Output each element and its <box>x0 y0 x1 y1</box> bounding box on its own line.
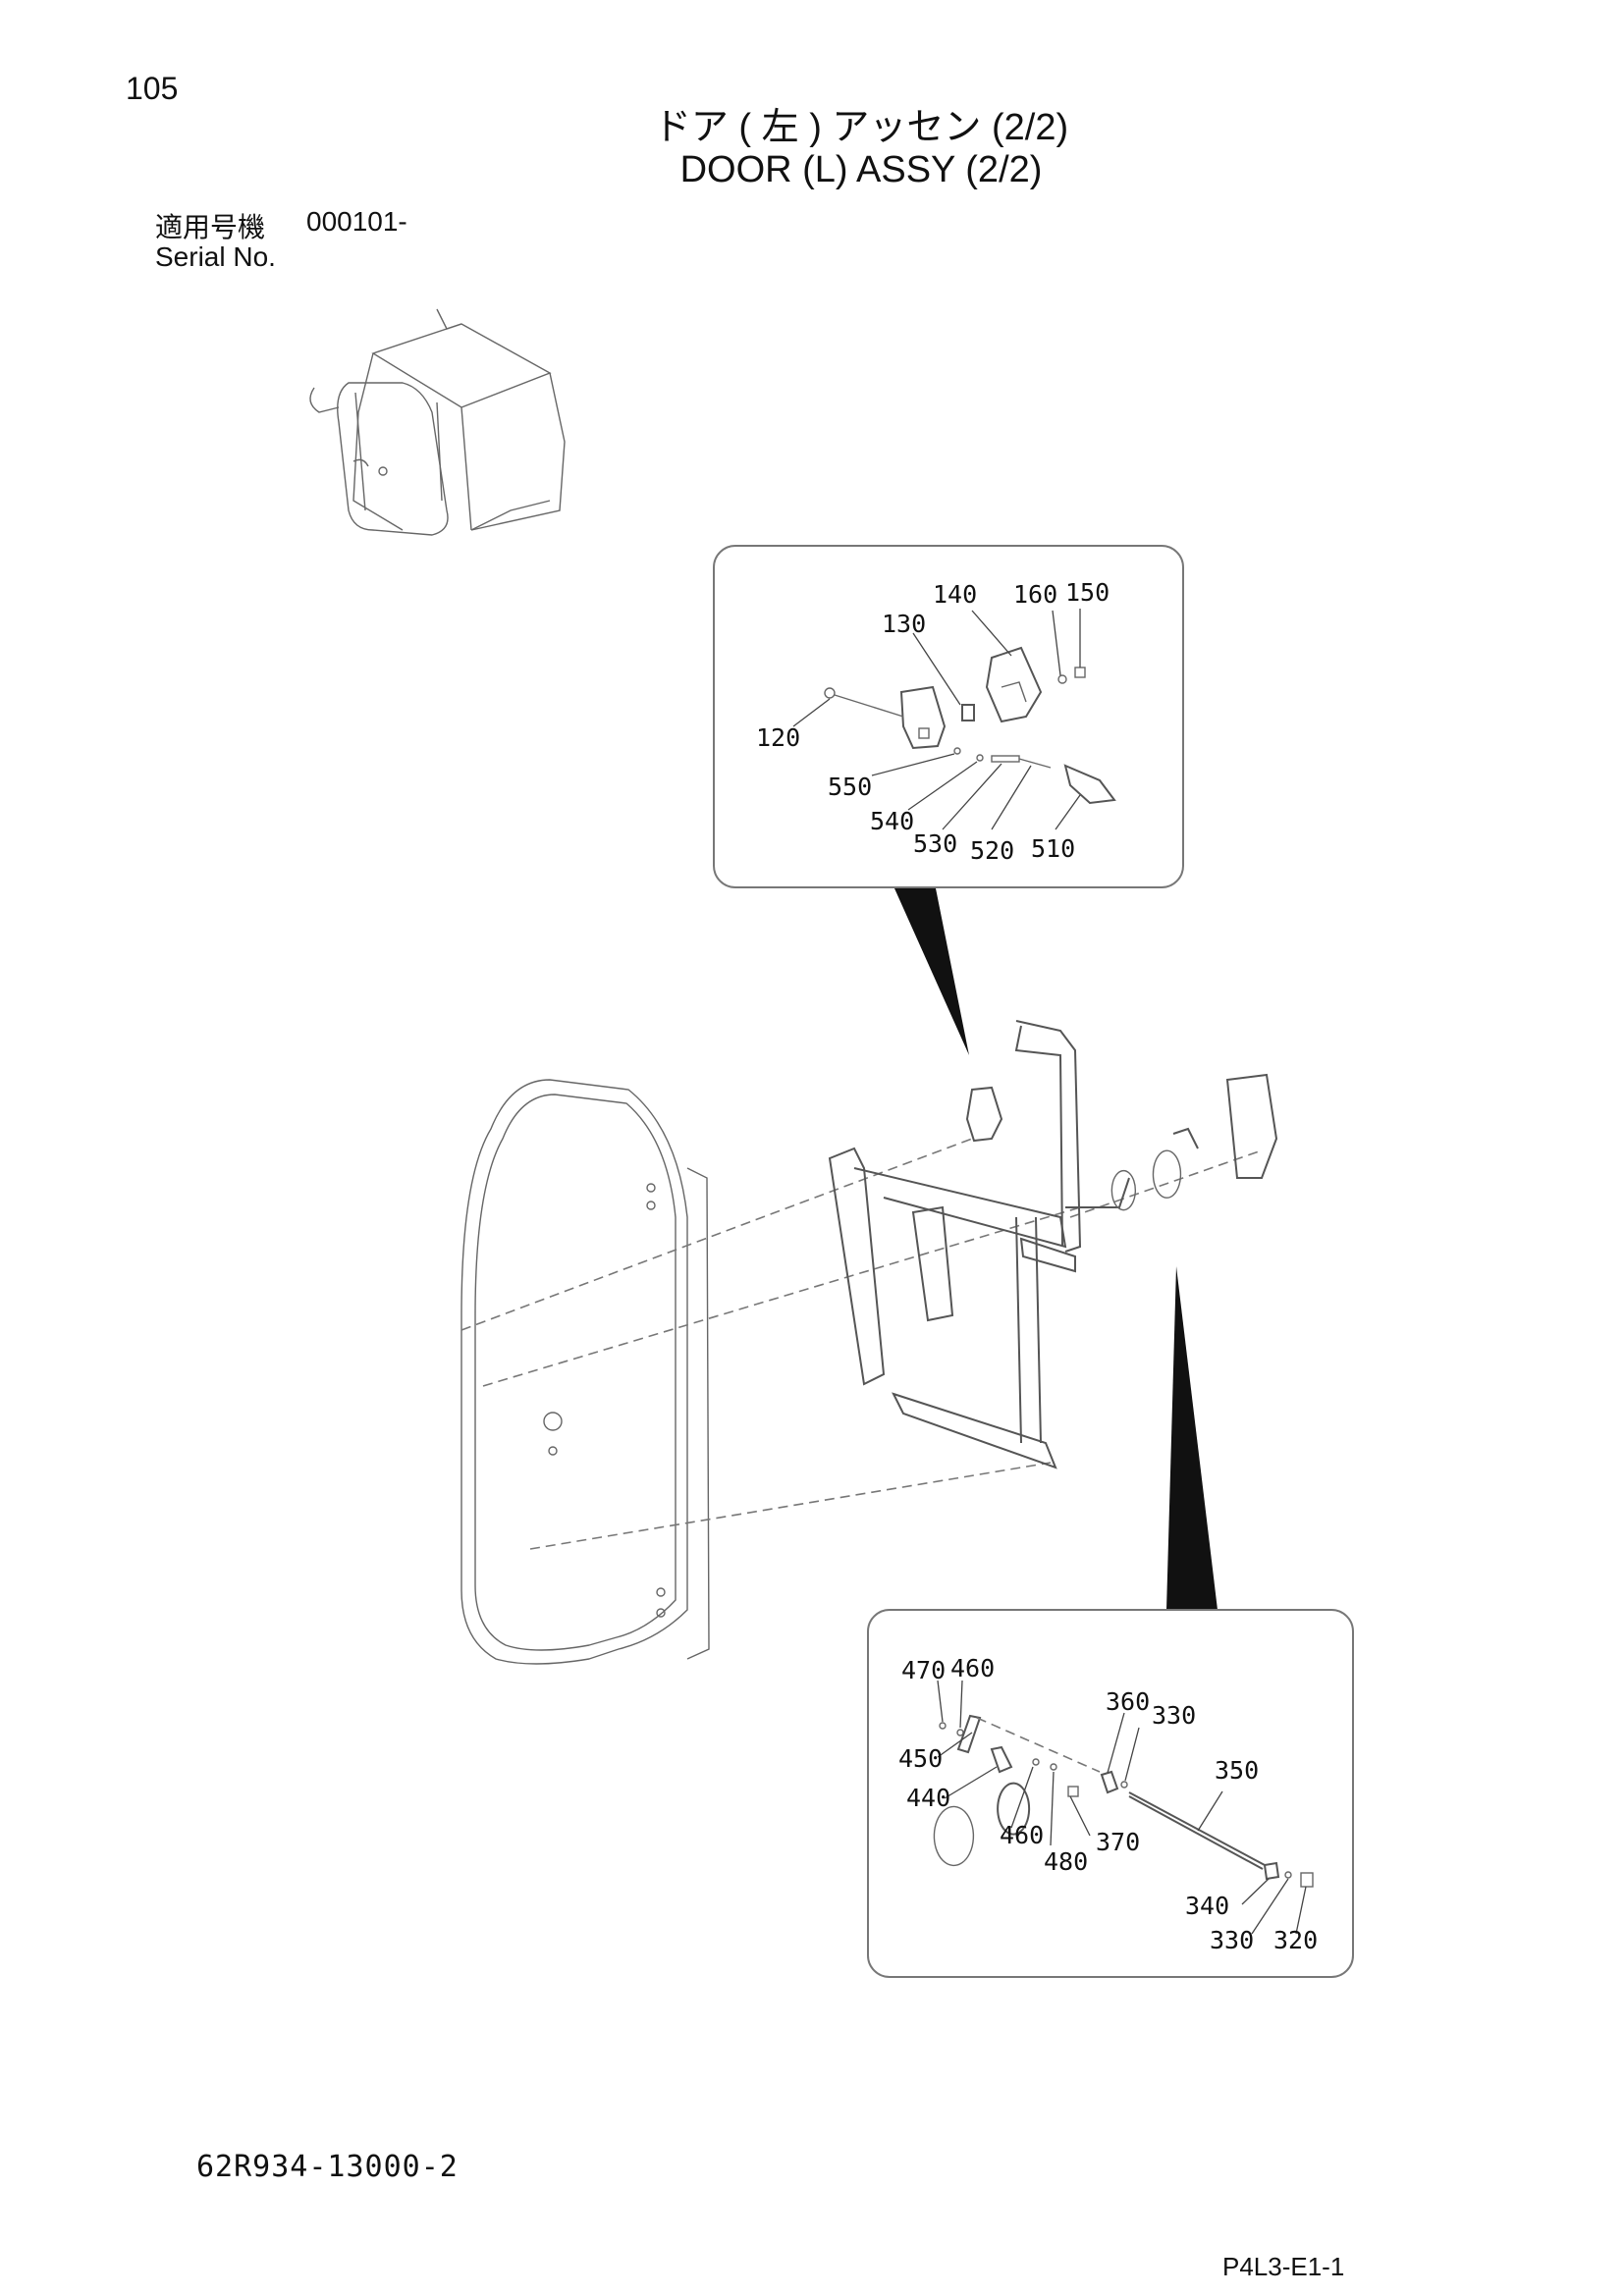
cab-overview-illustration <box>309 308 566 536</box>
part-number-label: 440 <box>906 1784 950 1812</box>
part-number-label: 550 <box>828 773 872 801</box>
part-number-label: 130 <box>882 610 926 638</box>
upper-pointer <box>894 888 969 1055</box>
part-number-label: 460 <box>1000 1821 1044 1849</box>
door-frame-drawing <box>828 1020 1278 1469</box>
part-number-label: 480 <box>1044 1847 1088 1876</box>
serial-label-english: Serial No. <box>155 241 276 272</box>
page-code: P4L3-E1-1 <box>1222 2252 1345 2281</box>
lower-detail-panel <box>867 1609 1354 1978</box>
page-title-english: DOOR (L) ASSY (2/2) <box>679 149 1043 190</box>
upper-leader-lines <box>792 609 1081 830</box>
part-number-label: 510 <box>1031 834 1075 863</box>
part-number-label: 320 <box>1273 1926 1318 1954</box>
upper-detail-panel <box>713 545 1184 888</box>
part-number-label: 140 <box>933 580 977 609</box>
drawing-number: 62R934-13000-2 <box>196 2150 459 2184</box>
page-title-japanese: ドア ( 左 ) アッセン (2/2) <box>653 107 1069 148</box>
dashed-alignment-lines <box>460 1138 1263 1550</box>
part-number-label: 160 <box>1013 580 1057 609</box>
part-number-label: 530 <box>913 829 957 858</box>
part-number-label: 150 <box>1065 578 1110 607</box>
part-number-label: 330 <box>1210 1926 1254 1954</box>
part-number-label: 360 <box>1106 1687 1150 1716</box>
part-number-label: 520 <box>970 836 1014 865</box>
serial-value: 000101- <box>306 206 407 237</box>
part-number-label: 120 <box>756 723 800 752</box>
door-panel-drawing <box>460 1079 710 1665</box>
part-number-label: 460 <box>950 1654 995 1682</box>
lower-pointer <box>1166 1266 1218 1610</box>
part-number-label: 370 <box>1096 1828 1140 1856</box>
lower-detail-parts <box>933 1714 1314 1888</box>
part-number-label: 330 <box>1152 1701 1196 1730</box>
page-number: 105 <box>126 71 179 106</box>
lower-part-labels: 470 460 360 330 450 350 440 460 370 480 … <box>898 1654 1318 1954</box>
serial-label-japanese: 適用号機 <box>155 211 266 243</box>
lower-leader-lines <box>937 1680 1307 1935</box>
part-number-label: 540 <box>870 807 914 835</box>
part-number-label: 350 <box>1215 1756 1259 1785</box>
upper-part-labels: 140 160 150 130 120 550 540 530 520 510 <box>756 578 1110 865</box>
part-number-label: 450 <box>898 1744 943 1773</box>
part-number-label: 470 <box>901 1656 946 1684</box>
part-number-label: 340 <box>1185 1892 1229 1920</box>
